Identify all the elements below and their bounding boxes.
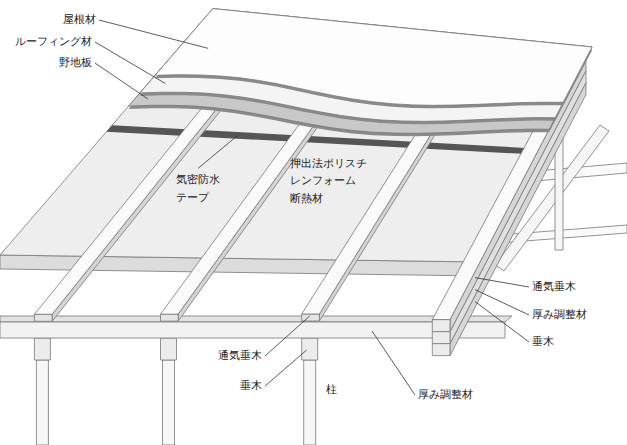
label-box: 野地板 [59, 56, 92, 70]
label-box: 気密防水 テープ [176, 171, 220, 206]
label-box: 垂木 [532, 335, 554, 349]
rafter-end [161, 338, 177, 360]
leader-line [265, 316, 310, 356]
post [36, 360, 48, 445]
post [163, 360, 175, 445]
leader-lines [95, 20, 529, 395]
label-box: ルーフィング材 [15, 35, 92, 49]
part-label: 垂木 [532, 335, 554, 349]
label-box: 屋根材 [63, 13, 96, 27]
vent-rafter-end [302, 314, 320, 321]
part-label: 厚み調整材 [532, 308, 587, 322]
vent-rafter-end [34, 314, 52, 321]
label-box: 厚み調整材 [418, 388, 473, 402]
leader-line [265, 350, 307, 386]
leader-line [372, 331, 415, 395]
rafter-end [34, 338, 50, 360]
label-box: 通気垂木 [218, 349, 262, 363]
leader-line [475, 278, 529, 287]
rafter-end [302, 338, 318, 360]
illustration-group [0, 9, 627, 445]
gable-rafter-end [432, 320, 450, 332]
vent-rafter-end [161, 314, 179, 321]
part-label: ルーフィング材 [15, 35, 92, 49]
beam-front [0, 322, 505, 338]
roof-sheet [140, 9, 592, 122]
label-box: 通気垂木 [532, 280, 576, 294]
part-label: 柱 [326, 383, 337, 397]
leader-line [198, 135, 238, 168]
roof-sheet [129, 9, 592, 134]
part-label: 野地板 [59, 56, 92, 70]
leader-line [95, 63, 148, 99]
part-label: 気密防水 テープ [176, 171, 220, 206]
gable-rafter-end [432, 344, 450, 356]
label-box: 厚み調整材 [532, 308, 587, 322]
post [304, 360, 316, 445]
part-label: 通気垂木 [218, 349, 262, 363]
label-box: 押出法ポリスチ レンフォーム 断熱材 [290, 155, 367, 208]
part-label: 屋根材 [63, 13, 96, 27]
leader-line [475, 302, 529, 342]
gable-rafter-end [432, 332, 450, 344]
leader-line [95, 42, 165, 84]
part-label: 垂木 [240, 379, 262, 393]
roof-sheet [155, 9, 592, 106]
leader-line [475, 290, 529, 315]
part-label: 通気垂木 [532, 280, 576, 294]
part-label: 押出法ポリスチ レンフォーム 断熱材 [290, 155, 367, 208]
leader-line [99, 20, 208, 48]
part-label: 厚み調整材 [418, 388, 473, 402]
label-box: 柱 [326, 383, 337, 397]
label-box: 垂木 [240, 379, 262, 393]
